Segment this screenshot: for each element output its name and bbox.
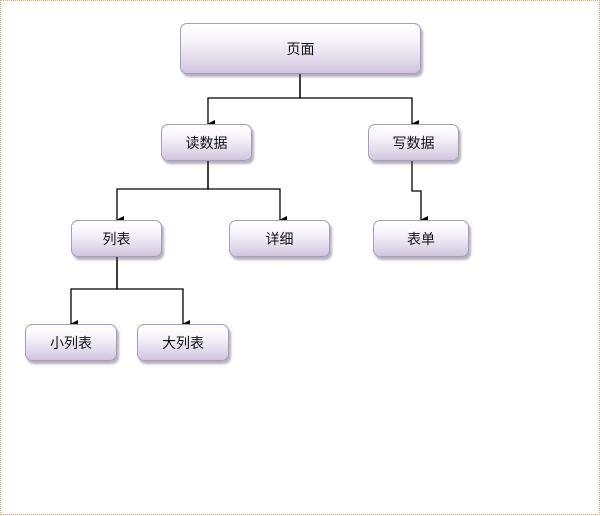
connector-list-big xyxy=(116,257,190,328)
node-write-data[interactable]: 写数据 xyxy=(368,124,459,161)
node-detail-label: 详细 xyxy=(265,231,294,248)
node-write-data-label: 写数据 xyxy=(392,135,435,152)
node-small-list[interactable]: 小列表 xyxy=(25,324,117,361)
node-big-list-label: 大列表 xyxy=(162,335,204,352)
connector-read-list xyxy=(116,161,209,224)
connector-write-form xyxy=(411,161,428,224)
node-detail[interactable]: 详细 xyxy=(229,220,330,257)
node-list-label: 列表 xyxy=(102,231,131,248)
node-big-list[interactable]: 大列表 xyxy=(137,324,229,361)
connector-root-write xyxy=(299,74,419,128)
node-small-list-label: 小列表 xyxy=(50,335,92,352)
connector-root-read xyxy=(207,74,301,128)
node-page[interactable]: 页面 xyxy=(180,23,421,74)
connector-read-detail xyxy=(207,161,287,224)
node-page-label: 页面 xyxy=(286,41,315,58)
node-form[interactable]: 表单 xyxy=(373,220,469,257)
node-list[interactable]: 列表 xyxy=(71,220,162,257)
node-form-label: 表单 xyxy=(407,231,435,248)
node-read-data-label: 读数据 xyxy=(185,135,228,152)
node-read-data[interactable]: 读数据 xyxy=(161,124,252,161)
connector-list-small xyxy=(70,257,118,328)
